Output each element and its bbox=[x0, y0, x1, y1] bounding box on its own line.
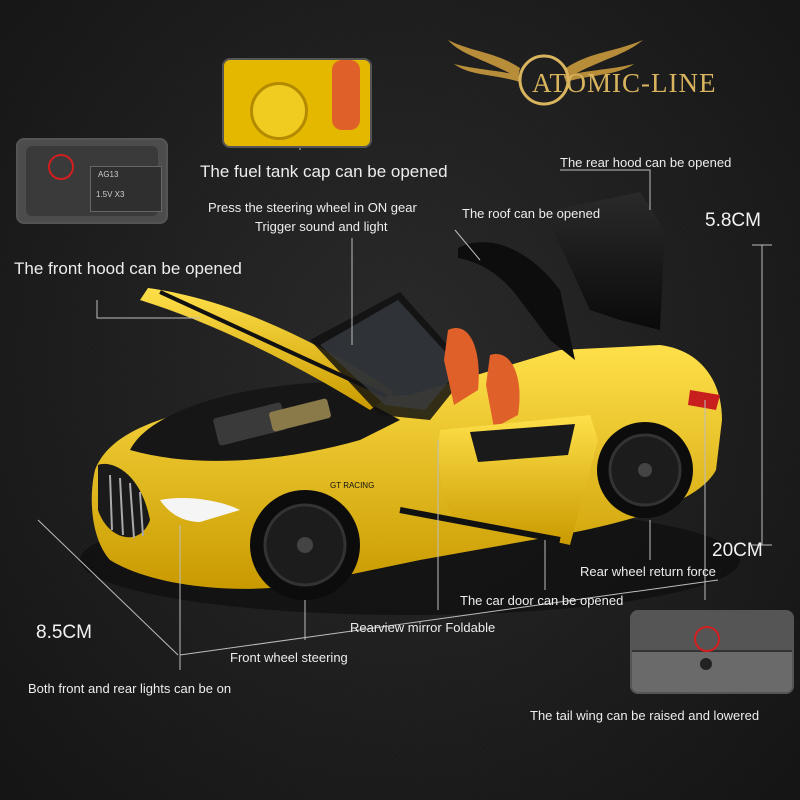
car-badge: GT RACING bbox=[330, 481, 374, 490]
tail-wing-inset bbox=[630, 610, 794, 694]
label-lights: Both front and rear lights can be on bbox=[28, 681, 232, 696]
rear-wheel bbox=[597, 422, 693, 518]
label-trigger: Trigger sound and light bbox=[255, 219, 388, 234]
label-tail-wing: The tail wing can be raised and lowered bbox=[530, 708, 760, 723]
label-mirror: Rearview mirror Foldable bbox=[350, 620, 496, 635]
dimension-length: 20CM bbox=[712, 540, 763, 561]
dimension-height: 5.8CM bbox=[705, 210, 761, 231]
logo-ring-icon bbox=[518, 54, 570, 106]
label-steering-press: Press the steering wheel in ON gear bbox=[208, 200, 417, 215]
tail-wing-button-icon bbox=[694, 626, 720, 652]
label-rear-wheel: Rear wheel return force bbox=[580, 564, 716, 579]
seat-right bbox=[486, 353, 520, 428]
label-roof: The roof can be opened bbox=[462, 206, 601, 221]
front-hood bbox=[140, 288, 395, 410]
headlight bbox=[160, 498, 240, 522]
label-front-wheel: Front wheel steering bbox=[230, 650, 348, 665]
fuel-cap-icon bbox=[250, 82, 308, 140]
brand-name: ATOMIC-LINE bbox=[532, 68, 716, 98]
battery-screw-icon bbox=[48, 154, 74, 180]
label-rear-hood: The rear hood can be opened bbox=[560, 155, 732, 170]
rear-hood bbox=[545, 192, 665, 330]
label-fuel-tank: The fuel tank cap can be opened bbox=[200, 162, 448, 181]
roof bbox=[458, 242, 575, 360]
front-wheel bbox=[250, 490, 360, 600]
brand-logo: ATOMIC-LINE bbox=[448, 40, 716, 106]
battery-spec: 1.5V X3 bbox=[96, 190, 125, 199]
taillight bbox=[688, 390, 720, 410]
wings-icon bbox=[448, 40, 643, 82]
fuel-cap-inset bbox=[222, 58, 372, 148]
battery-model: AG13 bbox=[98, 170, 119, 179]
dimension-width: 8.5CM bbox=[36, 622, 92, 643]
seat-left bbox=[444, 328, 479, 405]
label-door: The car door can be opened bbox=[460, 593, 624, 608]
label-front-hood: The front hood can be opened bbox=[14, 259, 242, 278]
battery-inset: AG13 1.5V X3 bbox=[16, 138, 168, 224]
